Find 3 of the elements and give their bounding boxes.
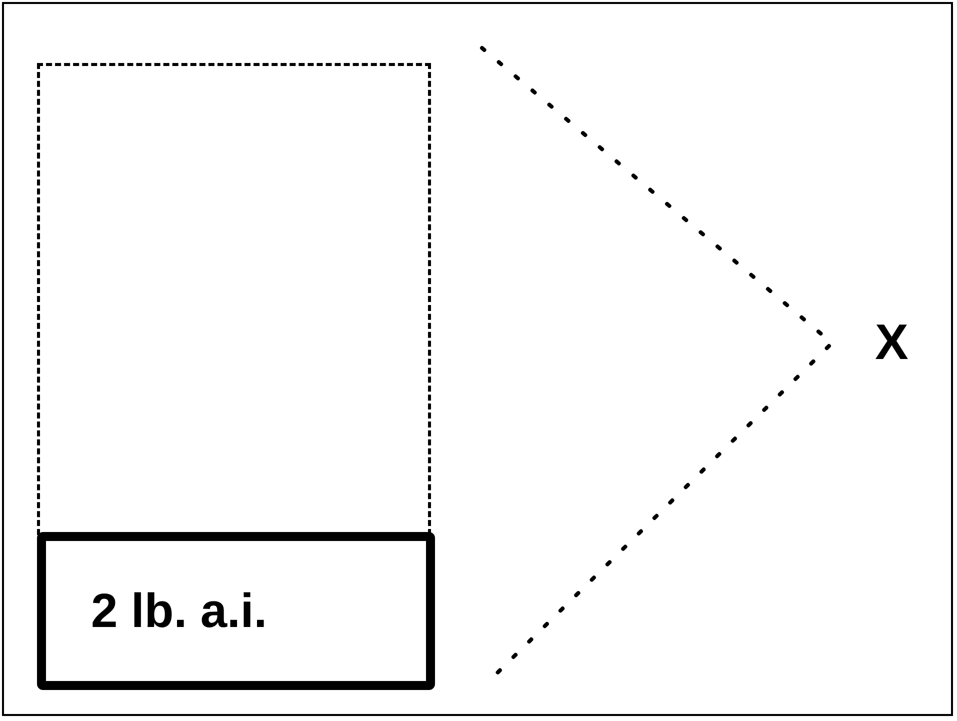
amount-text: 2 lb. a.i. bbox=[91, 584, 268, 638]
label-box bbox=[37, 532, 435, 690]
variable-label: X bbox=[875, 313, 908, 371]
